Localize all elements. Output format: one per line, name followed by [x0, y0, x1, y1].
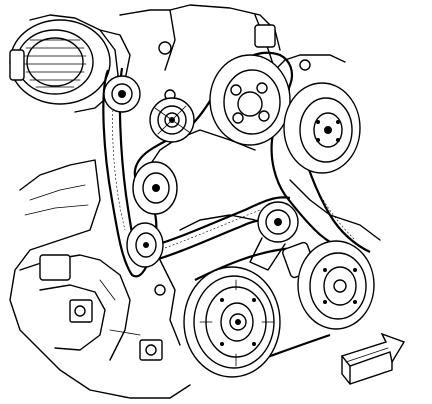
- idler-pulley-upper: [149, 97, 195, 143]
- arrow-right-icon: [340, 332, 406, 385]
- ac-compressor-pulley: [297, 240, 375, 330]
- water-pump-pulley: [283, 82, 361, 174]
- generator: [9, 14, 131, 113]
- idler-pulley-lower: [126, 222, 164, 268]
- generator-pulley: [103, 75, 141, 113]
- crankshaft-pulley: [183, 266, 281, 378]
- power-steering-pulley: [209, 54, 291, 146]
- idler-pulley-left: [132, 161, 178, 215]
